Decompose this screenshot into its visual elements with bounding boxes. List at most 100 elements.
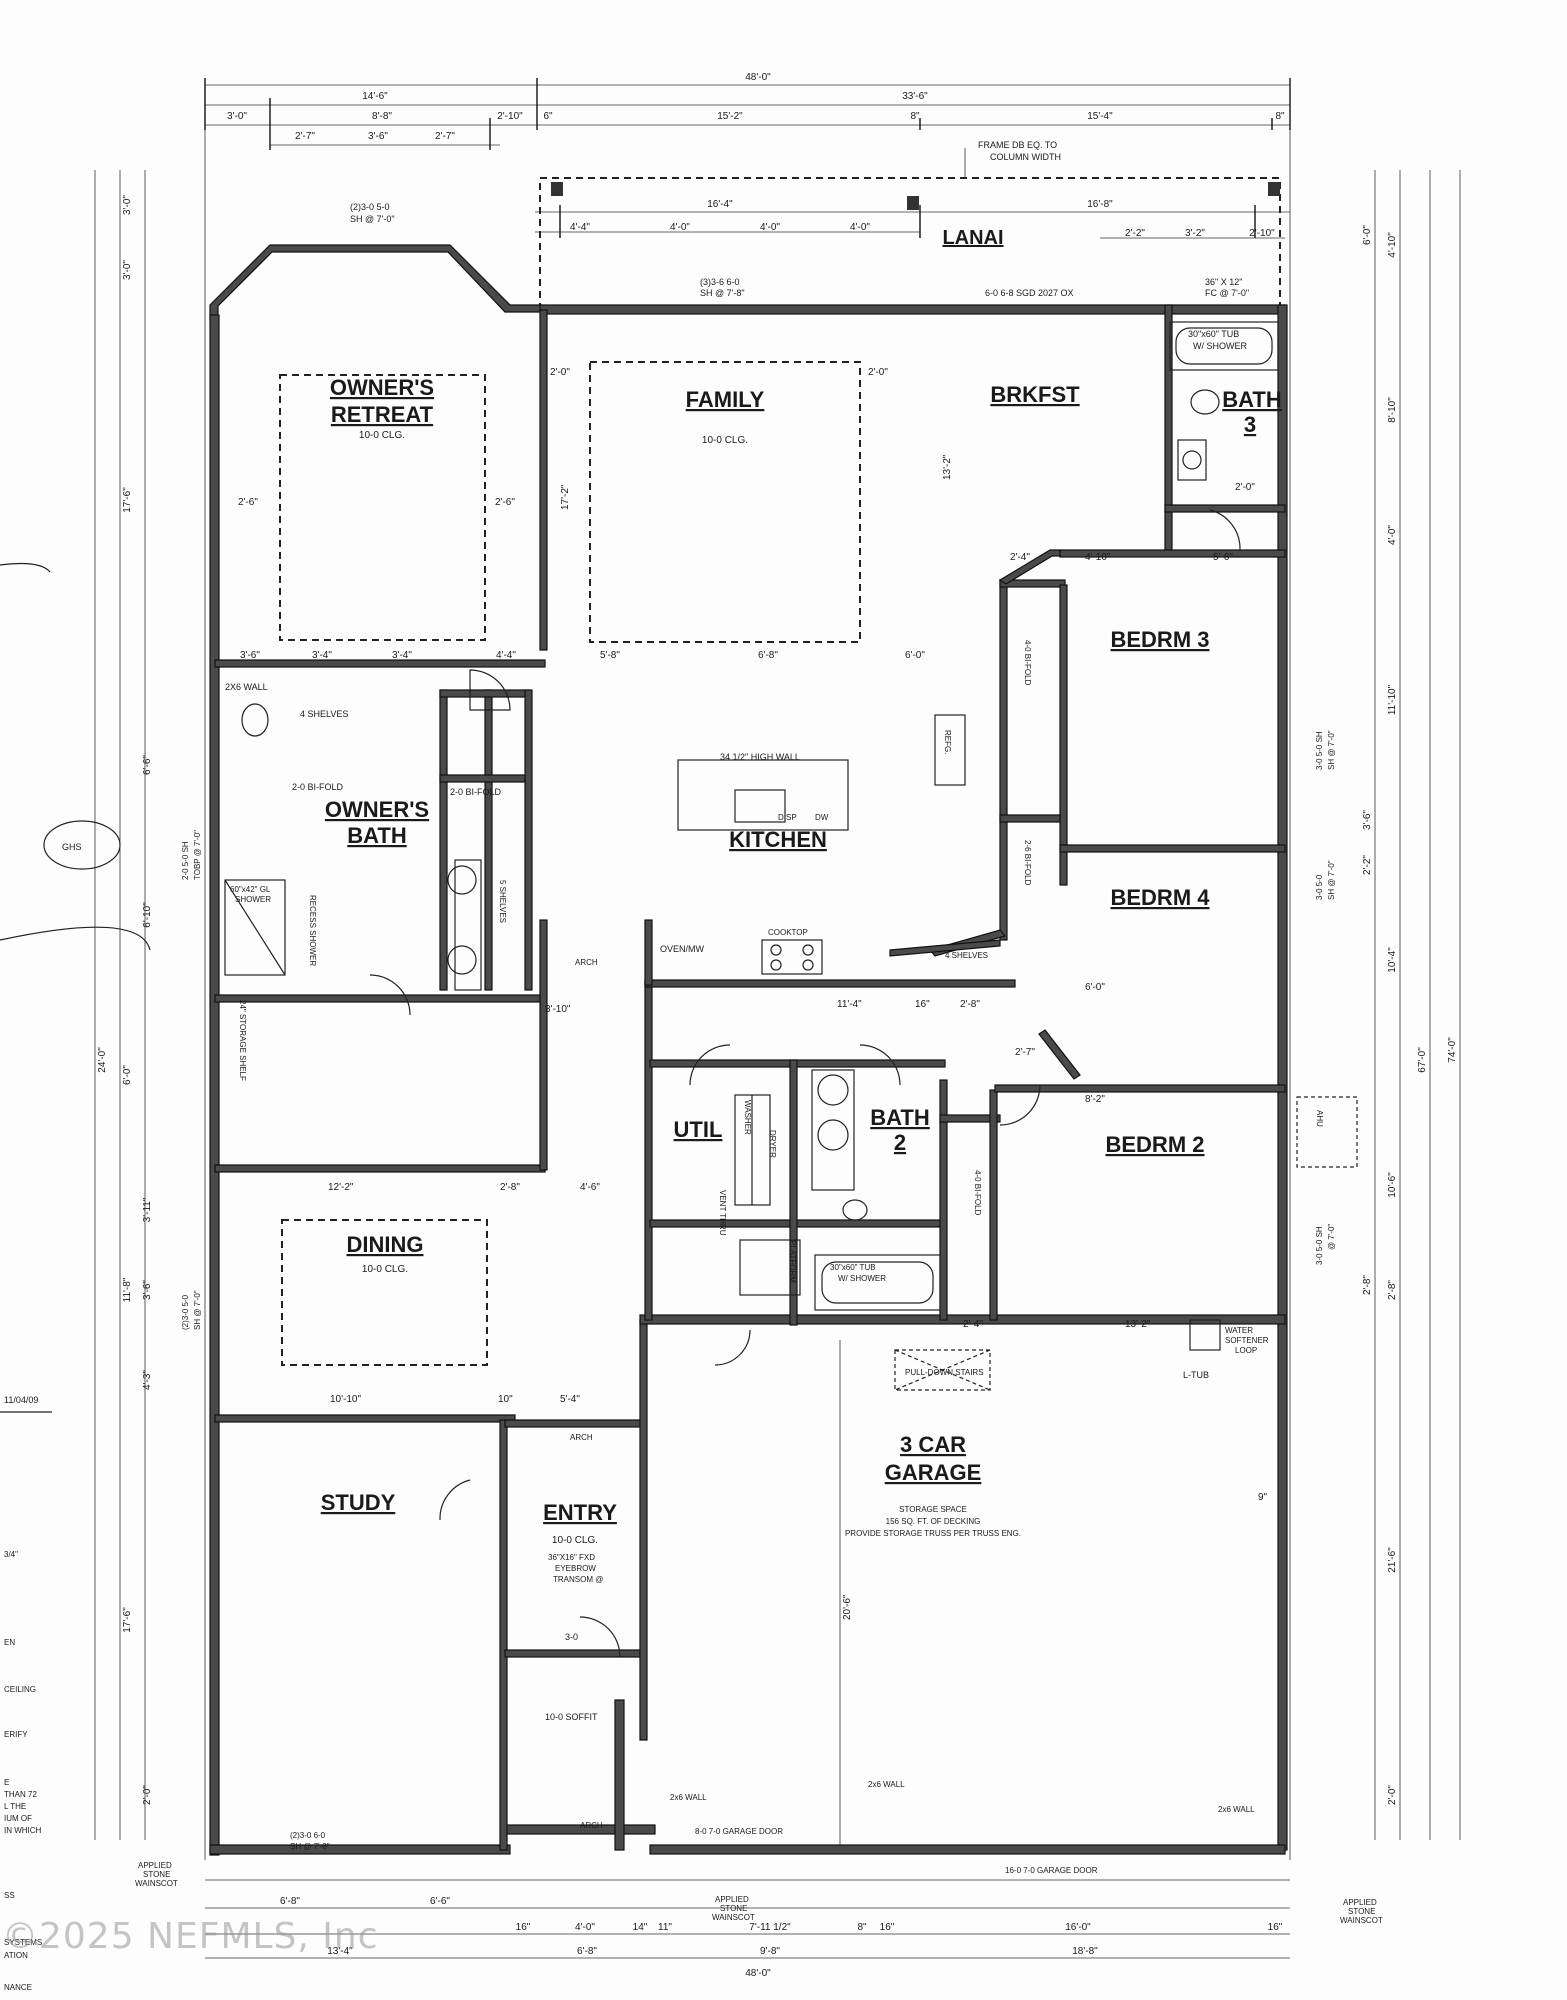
note-left-11: SYSTEMS — [4, 1938, 42, 1947]
room-bath3-1: BATH — [1222, 387, 1281, 412]
dim-left2: 3'-0" — [122, 260, 133, 280]
note-win-ob: 2-0 5-0 SH — [181, 841, 190, 880]
dim-b4: 4'-0" — [575, 1922, 595, 1933]
dim-d16: 5'-6" — [1213, 552, 1233, 563]
room-garage-2: GARAGE — [885, 1460, 982, 1485]
dim-t4: 6" — [543, 111, 553, 122]
dim-d7: 3'-6" — [240, 650, 260, 661]
dim-right11: 74'-0" — [1447, 1037, 1458, 1063]
dim-t7: 15'-4" — [1087, 111, 1113, 122]
dim-b9: 16" — [880, 1922, 895, 1933]
dim-d30: 5'-4" — [560, 1394, 580, 1405]
note-left-7: L THE — [4, 1802, 26, 1811]
dim-left4: 6'-6" — [142, 755, 153, 775]
note-win-b3b: SH @ 7'-0" — [1327, 730, 1336, 770]
note-tub2b: W/ SHOWER — [838, 1274, 886, 1283]
note-high-wall: 34 1/2" HIGH WALL — [720, 752, 800, 762]
note-fc: 36" X 12" — [1205, 277, 1242, 287]
dim-d15: 4'-10" — [1085, 552, 1111, 563]
dim-left12: 17'-6" — [122, 1607, 133, 1633]
fixtures — [224, 321, 1358, 1845]
note-bifold-b4: 2-6 BI-FOLD — [1023, 840, 1032, 886]
note-eyebrow: 36"X16" FXD — [548, 1553, 595, 1562]
dim-b1: 6'-8" — [280, 1896, 300, 1907]
dim-d25: 8'-2" — [1085, 1094, 1105, 1105]
note-win-b4: 3-0 5-0 — [1315, 874, 1324, 900]
note-left-6: THAN 72 — [4, 1790, 37, 1799]
dim-top-left: 14'-6" — [362, 91, 388, 102]
note-stone2: APPLIED — [715, 1895, 749, 1904]
note-soffit: 10-0 SOFFIT — [545, 1712, 598, 1722]
room-study: STUDY — [321, 1490, 396, 1515]
note-bifold-b3: 4-0 BI-FOLD — [1023, 640, 1032, 686]
dim-t5: 15'-2" — [717, 111, 743, 122]
dim-left5: 6'-10" — [142, 902, 153, 928]
dim-d1: 2'-6" — [238, 497, 258, 508]
dim-right9: 21'-6" — [1387, 1547, 1398, 1573]
note-storage-shelf: 24" STORAGE SHELF — [238, 1000, 247, 1081]
note-arch3: ARCH — [580, 1821, 603, 1830]
dim-t2: 8'-8" — [372, 111, 392, 122]
note-refg: REFG. — [943, 730, 952, 754]
note-arch2: ARCH — [570, 1433, 593, 1442]
note-study-window: (2)3-0 6-0 — [290, 1831, 326, 1840]
note-garage-door1: 8-0 7-0 GARAGE DOOR — [695, 1827, 783, 1836]
note-storage2: 156 SQ. FT. OF DECKING — [886, 1517, 981, 1526]
dim-b13: 6'-8" — [577, 1946, 597, 1957]
dim-d32: 2'-7" — [1015, 1047, 1035, 1058]
dim-right1: 6'-0" — [1362, 225, 1373, 245]
dim-left13: 2'-0" — [142, 1785, 153, 1805]
dim-d6: 17'-2" — [560, 484, 571, 510]
dim-b12: 13'-4" — [327, 1946, 353, 1957]
dim-t14: 4'-4" — [570, 222, 590, 233]
dim-d29: 10" — [498, 1394, 513, 1405]
dim-d24: 4'-6" — [580, 1182, 600, 1193]
dim-left6: 24'-0" — [97, 1047, 108, 1073]
note-pulldown: PULL-DOWN STAIRS — [905, 1368, 984, 1377]
note-shelves4: 4 SHELVES — [300, 709, 348, 719]
note-water-softener2: SOFTENER — [1225, 1336, 1269, 1345]
entry-clg: 10-0 CLG. — [552, 1535, 598, 1546]
note-stone1: APPLIED — [138, 1861, 172, 1870]
dining-clg: 10-0 CLG. — [362, 1264, 408, 1275]
bottom-dimensions: 6'-8" 6'-6" 16" 4'-0" 14" 11" 7'-11 1/2"… — [205, 1879, 1290, 1979]
room-owners-retreat-2: RETREAT — [331, 402, 434, 427]
note-tub3: 30"x60" TUB — [1188, 329, 1239, 339]
dim-left1: 3'-0" — [122, 195, 133, 215]
note-stone3c: WAINSCOT — [1340, 1916, 1383, 1925]
plan-notes: (2)3-0 5-0 SH @ 7'-0" (3)3-6 6-0 SH @ 7'… — [135, 202, 1383, 1925]
dim-left8: 3'-11" — [142, 1197, 153, 1222]
exterior-walls — [209, 244, 1288, 1856]
note-stone1c: WAINSCOT — [135, 1879, 178, 1888]
note-vent: VENT THRU — [718, 1190, 727, 1236]
dim-t10: 3'-6" — [368, 131, 388, 142]
dim-right2: 4'-10" — [1387, 232, 1398, 258]
room-owners-retreat-1: OWNER'S — [330, 375, 434, 400]
ceiling-outlines — [279, 361, 861, 1366]
note-tub2: 30"x60" TUB — [830, 1263, 876, 1272]
room-garage-1: 3 CAR — [900, 1432, 966, 1457]
note-wall-g1: 2x6 WALL — [670, 1793, 707, 1802]
note-oven: OVEN/MW — [660, 944, 705, 954]
dim-b10: 16'-0" — [1065, 1922, 1091, 1933]
room-bedrm4: BEDRM 4 — [1110, 885, 1210, 910]
note-window-top: (2)3-0 5-0 — [350, 202, 390, 212]
note-left-3: CEILING — [4, 1685, 36, 1694]
note-study-window2: SH @ 7'-8" — [290, 1842, 330, 1851]
dim-right8: 2'-8" — [1387, 1280, 1398, 1300]
note-shower: 60"x42" GL — [230, 885, 271, 894]
dim-right14: 2'-2" — [1362, 855, 1373, 875]
dim-right13: 3'-6" — [1362, 810, 1373, 830]
dim-d23: 2'-8" — [500, 1182, 520, 1193]
note-disp: DISP — [778, 813, 797, 822]
dim-b2: 6'-6" — [430, 1896, 450, 1907]
note-win-b2: 3-0 5-0 SH — [1315, 1226, 1324, 1265]
note-left-12: ATION — [4, 1951, 28, 1960]
dim-d26: 13'-2" — [1125, 1319, 1151, 1330]
room-owners-bath-1: OWNER'S — [325, 797, 429, 822]
note-shelves4b: 4 SHELVES — [945, 951, 988, 960]
dim-b8: 8" — [857, 1922, 867, 1933]
note-wall-g2: 2x6 WALL — [868, 1780, 905, 1789]
note-circle-mark: GHS — [62, 842, 82, 852]
